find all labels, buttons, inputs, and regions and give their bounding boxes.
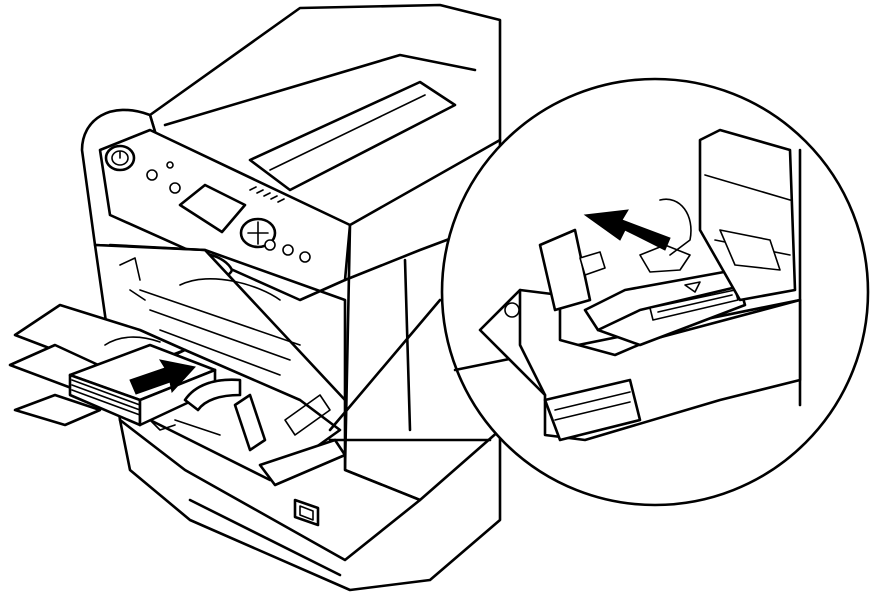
panel-button-1[interactable] <box>146 169 158 181</box>
lid-edge-line <box>163 53 477 127</box>
detail-mechanism-plate <box>719 229 781 271</box>
interior-opening-edge <box>108 243 347 402</box>
detail-interior <box>453 128 802 442</box>
detail-slider-grip <box>649 289 739 321</box>
back-button[interactable] <box>282 244 294 256</box>
lcd-screen <box>178 183 247 234</box>
detail-grip-line <box>657 294 733 313</box>
detail-tray-ribs <box>554 391 631 421</box>
printer-body <box>80 3 502 592</box>
detail-slider-top-edge <box>596 283 747 332</box>
base-line <box>188 498 342 577</box>
detail-cable-loop <box>659 198 692 256</box>
arrow-right-icon <box>129 359 196 395</box>
panel-button-2[interactable] <box>169 182 181 194</box>
paper-exit-slot <box>248 80 457 192</box>
printer-base <box>118 418 502 592</box>
tray-front-tab[interactable] <box>258 438 347 487</box>
detail-slider-triangle <box>684 281 701 293</box>
callout-leader-upper <box>328 298 442 432</box>
interior-rollers <box>139 289 301 376</box>
detail-callout <box>328 77 870 507</box>
detail-roller-pin <box>504 302 520 318</box>
tray-extension-2 <box>13 393 102 427</box>
paper-exit-inner-line <box>269 94 426 171</box>
paper-sheet-lines <box>71 379 141 416</box>
body-vertical-seam <box>403 258 412 432</box>
detail-left-guide <box>538 228 592 312</box>
vent-marks <box>249 186 285 203</box>
tray-small-arrow <box>149 419 176 431</box>
navigation-pad[interactable] <box>239 217 277 249</box>
interior-cover <box>179 278 281 301</box>
paper-stack <box>68 336 242 427</box>
power-button[interactable] <box>104 144 136 172</box>
arrow-left-icon <box>583 209 671 251</box>
paper-curl <box>104 336 161 346</box>
detail-guide-notch <box>579 251 606 276</box>
paper-feed-curve <box>183 378 242 412</box>
paper-guide-right[interactable] <box>233 393 267 452</box>
interior-detail-left <box>119 257 146 301</box>
indicator-led <box>166 161 174 169</box>
detail-tray-side <box>518 288 547 397</box>
cancel-button[interactable] <box>299 251 311 263</box>
ok-button[interactable] <box>264 239 276 251</box>
cassette-handle-recess <box>299 505 314 521</box>
paper-guide-lever[interactable] <box>284 394 331 436</box>
tray-guide-line <box>174 419 221 436</box>
